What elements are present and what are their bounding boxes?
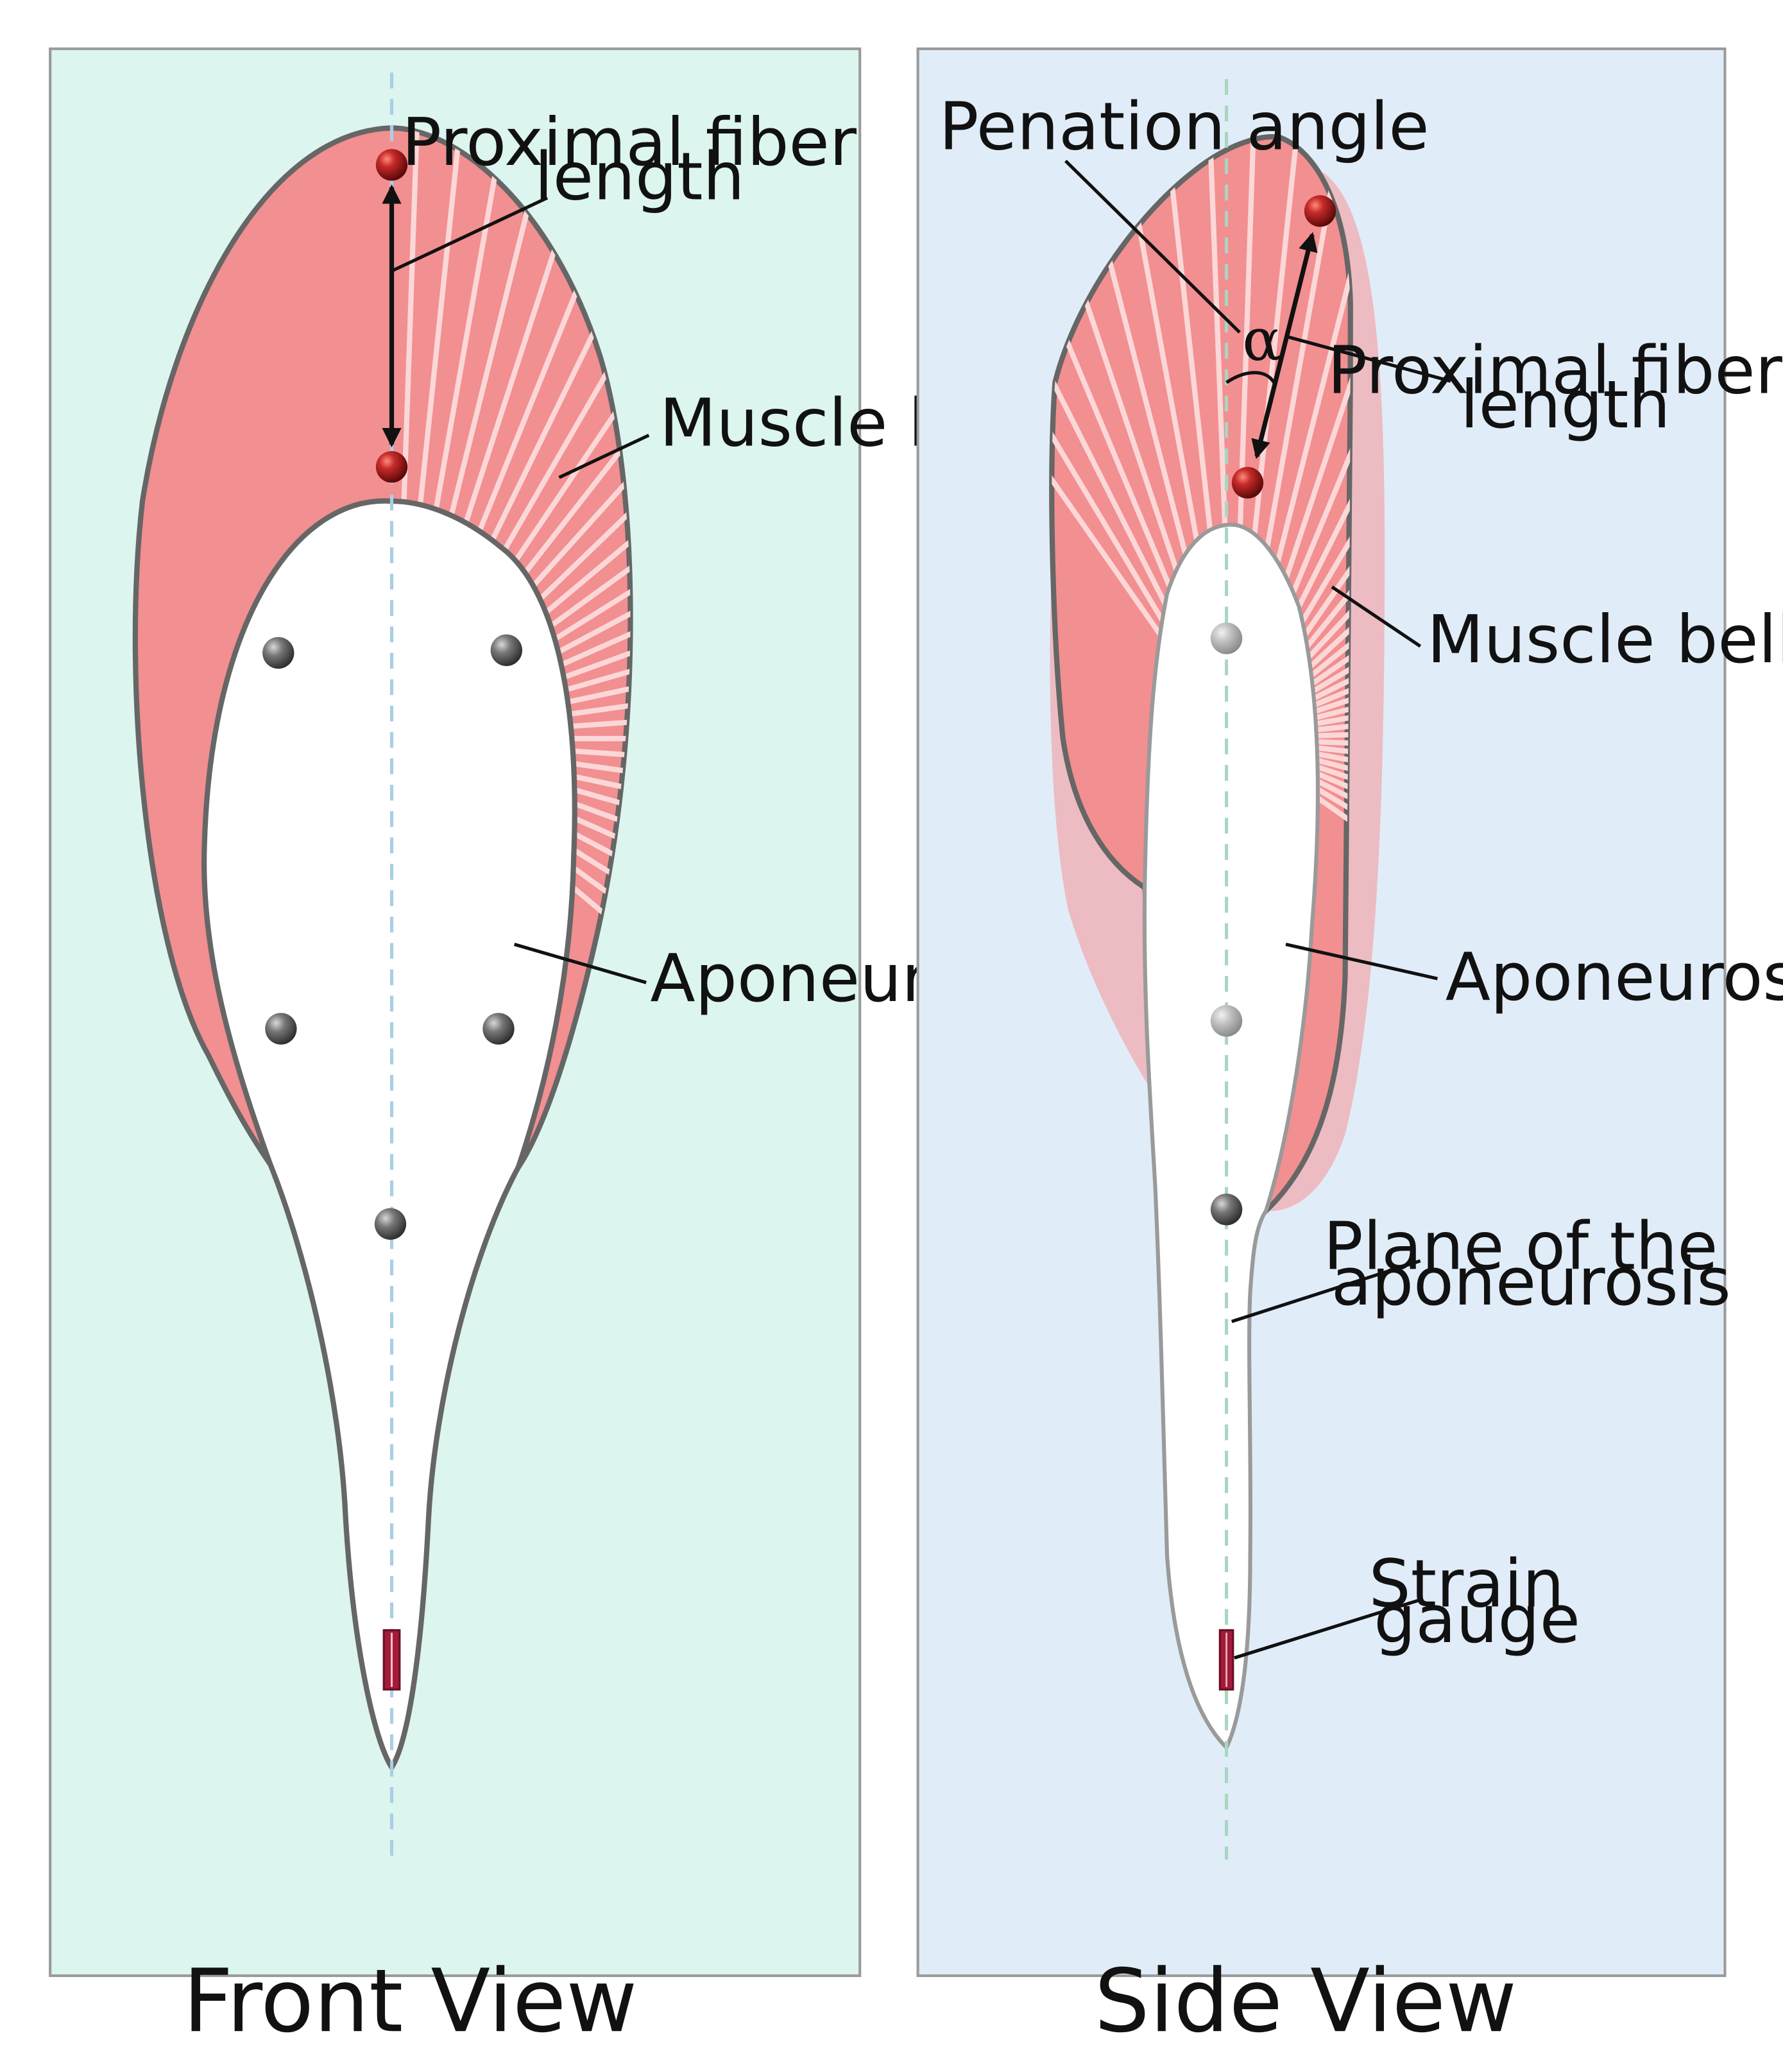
- side-strain-gauge: [1218, 1629, 1234, 1691]
- muscle-fiber-line: [1052, 147, 1195, 674]
- muscle-fiber-line: [1260, 137, 1351, 669]
- side-red-marker-proximal: [1304, 195, 1336, 227]
- side-view-panel: Penation angle α Proximal fiber length M…: [916, 47, 1783, 1978]
- front-gray-marker: [262, 637, 294, 669]
- side-fiber-length-leader: [1285, 334, 1451, 383]
- side-label-muscle-belly: Muscle belly: [1427, 602, 1783, 678]
- strain-gauge-leader: [1234, 1598, 1421, 1660]
- penation-angle-leader: [1064, 159, 1241, 334]
- side-label-aponeurosis: Aponeurosis: [1446, 939, 1783, 1016]
- front-gray-marker: [482, 1013, 515, 1045]
- side-label-proximal-fiber-length: Proximal fiber length: [1327, 333, 1783, 443]
- plane-of-aponeurosis-leader: [1231, 1259, 1421, 1323]
- front-aponeurosis-leader: [513, 943, 647, 984]
- muscle-fiber-line: [1052, 137, 1206, 669]
- front-strain-gauge: [382, 1629, 401, 1691]
- side-label-plane-of-aponeurosis: Plane of the aponeurosis: [1324, 1208, 1739, 1320]
- muscle-fiber-line: [1052, 137, 1200, 671]
- side-gray-marker-light: [1210, 1005, 1243, 1037]
- muscle-fiber-line: [1270, 146, 1351, 674]
- side-muscle-belly-leader: [1331, 585, 1422, 648]
- front-fiber-length-leader: [392, 196, 549, 272]
- side-gray-marker: [1210, 1194, 1243, 1226]
- front-aponeurosis: [201, 498, 577, 1772]
- side-aponeurosis-leader: [1285, 943, 1438, 980]
- side-gray-marker-light: [1210, 622, 1243, 655]
- front-view-caption: Front View: [183, 1950, 637, 2051]
- front-red-marker-distal: [375, 450, 408, 483]
- front-label-proximal-fiber-length: Proximal fiber length: [402, 105, 878, 215]
- front-muscle-belly-leader: [558, 433, 650, 479]
- side-fiber-length-arrow: [1251, 232, 1318, 459]
- side-label-strain-gauge: Strain gauge: [1369, 1546, 1585, 1657]
- side-label-alpha: α: [1242, 307, 1281, 374]
- front-view-panel: Proximal fiber length Muscle belly Apone…: [49, 47, 1066, 1978]
- side-view-caption: Side View: [1095, 1950, 1517, 2051]
- front-red-marker-proximal: [375, 149, 408, 181]
- side-label-penation-angle: Penation angle: [939, 89, 1429, 165]
- front-gray-marker: [374, 1208, 407, 1240]
- muscle-fiber-line: [1052, 174, 1191, 677]
- side-aponeurosis: [1142, 522, 1320, 1751]
- front-gray-marker: [265, 1013, 297, 1045]
- front-gray-marker: [490, 634, 522, 666]
- side-red-marker-distal: [1231, 467, 1264, 499]
- muscle-fiber-line: [1255, 137, 1351, 666]
- muscle-fiber-line: [1265, 137, 1351, 671]
